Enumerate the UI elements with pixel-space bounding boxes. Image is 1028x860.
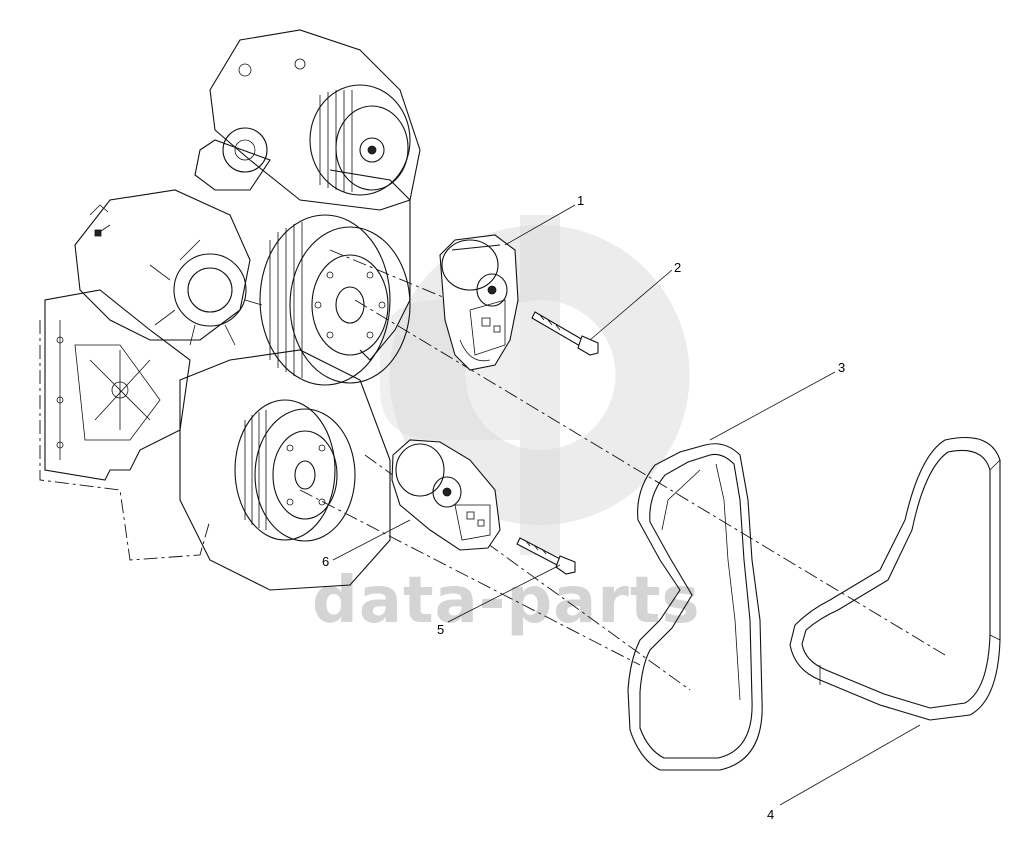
bolt-lower [516,537,576,575]
lower-pulley [234,399,356,542]
drive-belt-large [627,443,763,771]
bolt-upper [531,311,599,356]
callout-3: 3 [838,360,845,375]
engine-block [39,289,211,561]
callout-6: 6 [322,554,329,569]
compressor-assembly [194,29,421,211]
watermark-text: data-parts [312,564,701,638]
drive-belt-small [789,436,1001,721]
belt-tensioner-lower [391,439,501,551]
belt-tensioner-upper [439,234,519,371]
callout-1: 1 [577,193,584,208]
callout-5: 5 [437,622,444,637]
timing-cover [179,169,411,591]
alternator [74,189,263,346]
callout-2: 2 [674,260,681,275]
callout-4: 4 [767,807,774,822]
callout-leaders [332,204,921,806]
